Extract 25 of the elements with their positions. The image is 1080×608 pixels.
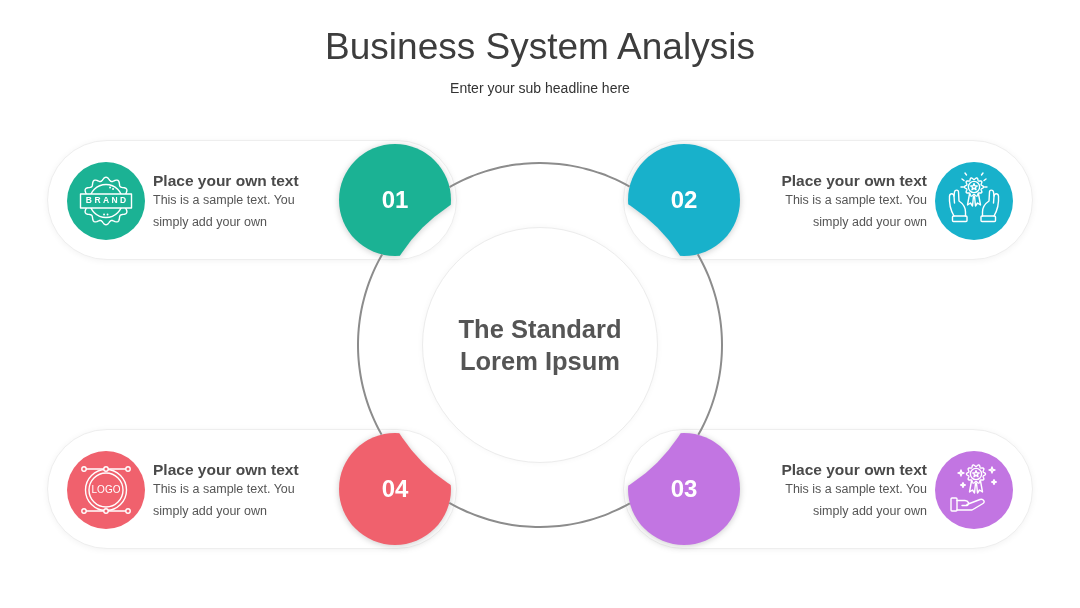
step-number: 03 — [670, 475, 698, 503]
subtitle: Enter your sub headline here — [450, 79, 630, 97]
badge-text: BRAND — [84, 195, 129, 205]
connector-arc — [357, 253, 384, 436]
step-number-circle — [339, 144, 451, 256]
step-number: 04 — [381, 475, 409, 503]
connector-arc — [696, 253, 723, 436]
step-number-circle — [628, 144, 740, 256]
icon-caption: LOGO — [91, 483, 121, 495]
card-body-text: This is a sample text. You simply add your own — [153, 481, 296, 520]
step-number: 02 — [670, 186, 698, 214]
title: Business System Analysis — [325, 25, 755, 69]
step-number-circle — [628, 433, 740, 545]
card-heading: Place your own text — [153, 171, 299, 191]
card-body-text: This is a sample text. You simply add your own — [153, 192, 296, 231]
card-heading: Place your own text — [781, 171, 927, 191]
card-heading: Place your own text — [153, 460, 299, 480]
connector-arc — [448, 162, 631, 189]
step-number: 01 — [381, 186, 409, 214]
center-title: The Standard Lorem Ipsum — [457, 314, 623, 377]
card-heading: Place your own text — [781, 460, 927, 480]
connector-arc — [448, 501, 631, 528]
card-body-text: This is a sample text. You simply add your own — [784, 192, 927, 231]
card-body-text: This is a sample text. You simply add your own — [784, 481, 927, 520]
step-number-circle — [339, 433, 451, 545]
